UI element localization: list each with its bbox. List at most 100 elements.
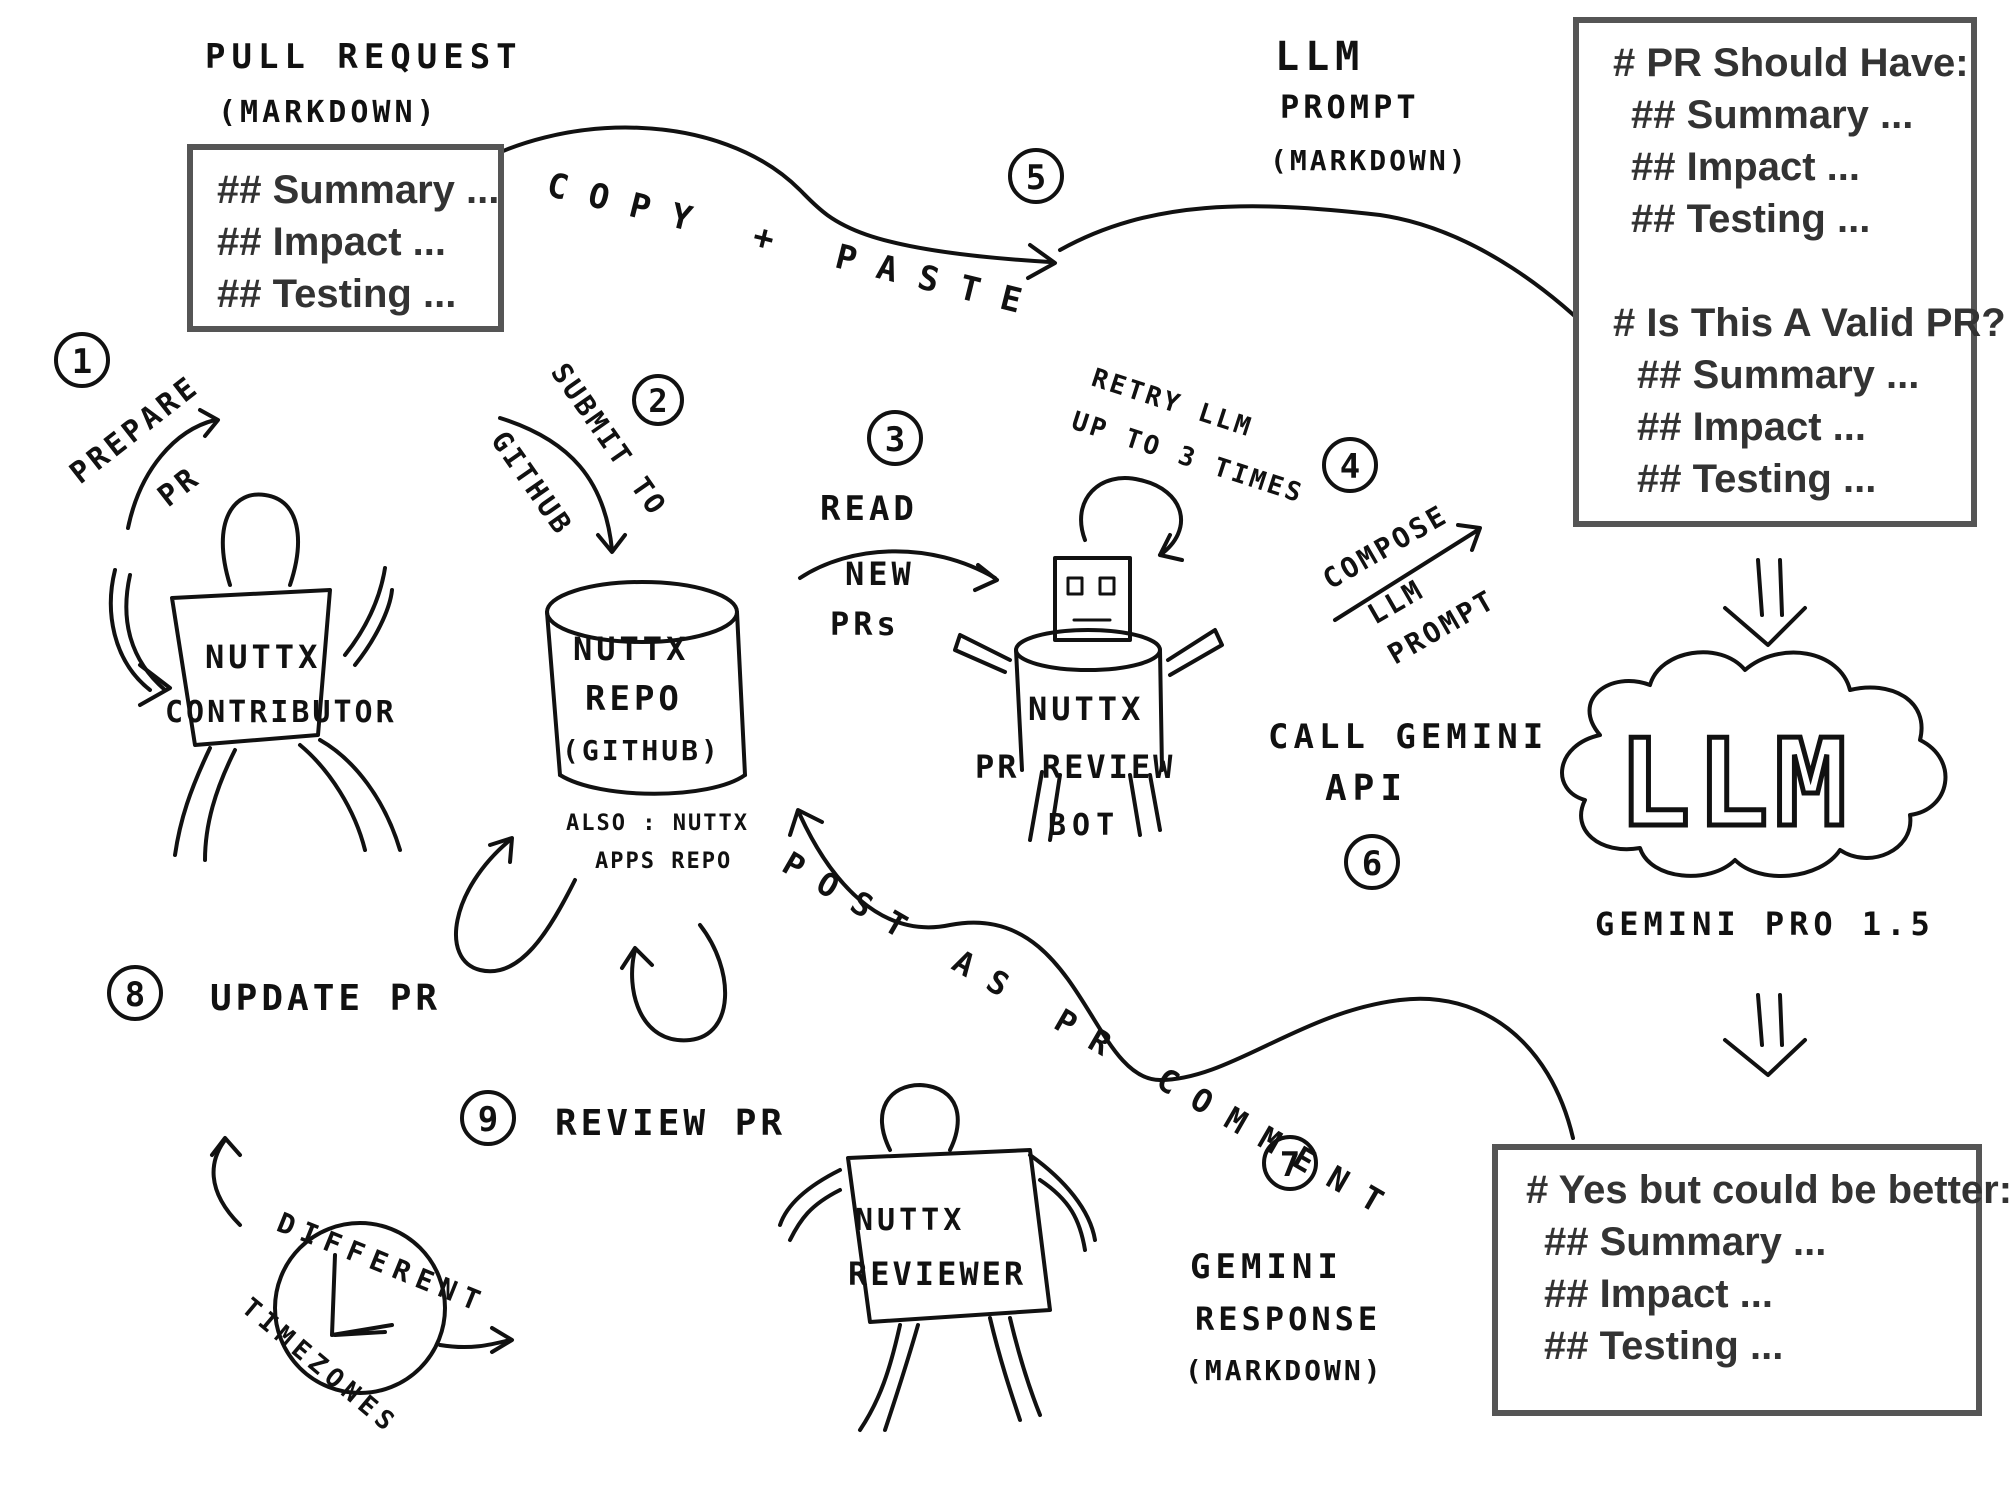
pull-request-caption-line2: (MARKDOWN): [218, 95, 439, 130]
step-9-number: 9: [478, 1100, 498, 1140]
step-4-circle: [1322, 437, 1378, 493]
bot-label-line2: PR REVIEW: [975, 748, 1175, 786]
step-9-circle: [460, 1090, 516, 1146]
post-comment-arrow: [798, 813, 1575, 1140]
pr-impact-line: ## Impact ...: [217, 220, 446, 264]
llm-prompt-caption-line3: (MARKDOWN): [1270, 144, 1469, 177]
step-3-label-line2: NEW: [845, 555, 915, 593]
llm-prompt-caption-line1: LLM: [1275, 34, 1365, 80]
llm-big-label: LLM: [1618, 715, 1853, 854]
review-pr-loop: [630, 923, 728, 1043]
prepare-pr-arrowhead: [198, 408, 220, 438]
gemini-response-caption-line2: RESPONSE: [1195, 1300, 1381, 1338]
timezone-arrow-right: [438, 1338, 512, 1350]
gemini-response-box: # Yes but could be better: ## Summary ..…: [1492, 1144, 2009, 1416]
submit-arrow: [498, 416, 614, 552]
copy-paste-arrowhead: [1026, 243, 1057, 280]
compose-arrowhead: [1456, 523, 1482, 552]
step-1-number: 1: [72, 342, 92, 382]
step-8-number: 8: [125, 975, 145, 1015]
compose-arrow: [1333, 528, 1480, 622]
prompt-list2-impact: ## Impact ...: [1637, 405, 1866, 449]
gemini-response-caption-line1: GEMINI: [1190, 1247, 1343, 1287]
update-pr-arrowhead: [488, 836, 514, 864]
step-7-circle: [1262, 1135, 1318, 1191]
step-3-label-line3: PRs: [830, 605, 900, 643]
pull-request-caption-line1: PULL REQUEST: [205, 37, 523, 77]
prompt-list1-impact: ## Impact ...: [1631, 145, 1860, 189]
pr-testing-line: ## Testing ...: [217, 272, 457, 316]
step-8-circle: [107, 965, 163, 1021]
repo-label-line3: (GITHUB): [562, 734, 721, 767]
clock-icon: [273, 1221, 447, 1395]
post-comment-arrowhead: [788, 808, 824, 837]
prepare-pr-arrow: [126, 418, 217, 530]
bot-label-line3: BOT: [1048, 808, 1120, 843]
prompt-list2-testing: ## Testing ...: [1637, 457, 1877, 501]
repo-note-line2: APPS REPO: [595, 849, 732, 874]
response-heading: # Yes but could be better:: [1526, 1168, 2009, 1212]
copy-paste-label: COPY + PASTE: [543, 165, 1047, 327]
review-pr-arrowhead: [620, 946, 654, 970]
clock-label-line2: TIMEZONES: [236, 1292, 405, 1440]
llm-prompt-caption-line2: PROMPT: [1280, 88, 1420, 126]
response-summary-line: ## Summary ...: [1544, 1220, 1827, 1264]
step-3-number: 3: [885, 420, 905, 460]
read-arrowhead: [973, 563, 999, 592]
contributor-label-line1: NUTTX: [205, 638, 321, 676]
read-arrow: [798, 549, 997, 580]
repo-label-line1: NUTTX: [573, 630, 689, 668]
bot-figure: [953, 476, 1224, 842]
copy-paste-arrow-2: [1058, 204, 1602, 342]
reviewer-label-line2: REVIEWER: [848, 1255, 1026, 1293]
reviewer-label-line1: NUTTX: [855, 1203, 965, 1238]
step-5-number: 5: [1026, 158, 1046, 198]
step-1-circle: [54, 332, 110, 388]
step-2-label-line2: GITHUB: [484, 425, 579, 542]
step-5-circle: [1008, 148, 1064, 204]
repo-label-line2: REPO: [585, 679, 683, 719]
prompt-heading-1: # PR Should Have:: [1613, 41, 1969, 85]
response-impact-line: ## Impact ...: [1544, 1272, 1773, 1316]
llm-cloud: [1560, 650, 1948, 878]
prompt-to-llm-arrow: [1723, 558, 1807, 647]
step-8-label: UPDATE PR: [210, 978, 441, 1019]
submit-arrowhead: [596, 533, 627, 554]
llm-prompt-box: # PR Should Have: ## Summary ... ## Impa…: [1573, 17, 2006, 527]
step-2-number: 2: [648, 382, 667, 420]
gemini-response-caption-line3: (MARKDOWN): [1185, 1354, 1384, 1387]
step-6-label-line2: API: [1325, 768, 1408, 809]
prompt-heading-2: # Is This A Valid PR?: [1613, 301, 2006, 345]
contributor-figure: [108, 492, 402, 862]
step-4-number: 4: [1340, 447, 1360, 487]
update-pr-loop: [454, 838, 577, 974]
response-testing-line: ## Testing ...: [1544, 1324, 1784, 1368]
prompt-list1-testing: ## Testing ...: [1631, 197, 1871, 241]
llm-model-label: GEMINI PRO 1.5: [1595, 905, 1935, 943]
contributor-label-line2: CONTRIBUTOR: [165, 695, 397, 730]
repo-note-line1: ALSO : NUTTX: [566, 811, 749, 836]
llm-to-response-arrow: [1723, 993, 1807, 1077]
copy-paste-arrow: [460, 125, 1052, 264]
prompt-list1-summary: ## Summary ...: [1631, 93, 1914, 137]
step-9-label: REVIEW PR: [555, 1103, 786, 1144]
step-3-label-line1: READ: [820, 489, 918, 529]
step-6-circle: [1344, 834, 1400, 890]
reviewer-figure: [778, 1083, 1097, 1432]
step-6-number: 6: [1362, 844, 1382, 884]
timezone-arrowhead-right: [490, 1326, 514, 1354]
prompt-spacer: [1613, 245, 1971, 297]
step-7-number: 7: [1280, 1145, 1300, 1185]
pull-request-box: ## Summary ... ## Impact ... ## Testing …: [187, 144, 504, 332]
step-6-label-line1: CALL GEMINI: [1268, 717, 1548, 757]
step-2-circle: [632, 374, 684, 426]
repo-cylinder: [545, 580, 747, 796]
step-4-label-line1: COMPOSE: [1317, 498, 1454, 596]
step-3-circle: [867, 410, 923, 466]
timezone-arrowhead-left: [210, 1136, 242, 1157]
prompt-list2-summary: ## Summary ...: [1637, 353, 1920, 397]
clock-label-line1: DIFFERENT: [272, 1206, 492, 1320]
step-1-label-line2: PR: [151, 460, 207, 515]
pr-summary-line: ## Summary ...: [217, 168, 500, 212]
